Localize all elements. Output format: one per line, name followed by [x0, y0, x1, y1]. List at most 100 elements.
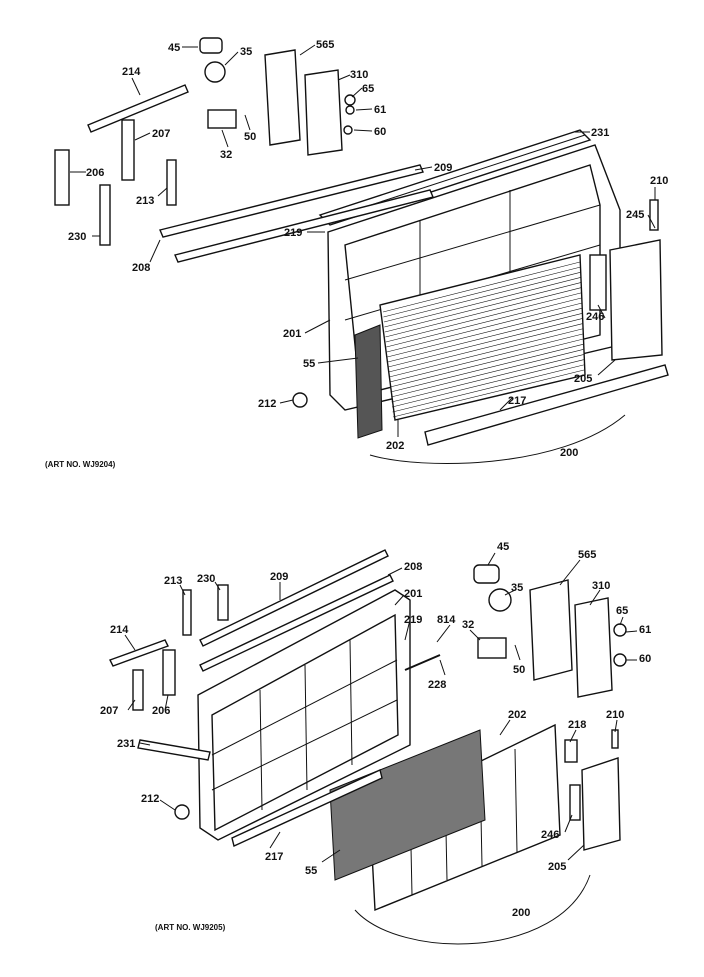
label-217-b: 217 [265, 851, 283, 863]
part-switch-35 [204, 61, 226, 83]
part-filter-bottom [329, 729, 486, 881]
grille-louver [382, 261, 581, 313]
label-245: 245 [626, 209, 644, 221]
part-name-plate [304, 69, 343, 156]
label-210-b: 210 [606, 709, 624, 721]
label-206-b: 206 [152, 705, 170, 717]
part-bracket-207 [121, 119, 135, 181]
grille-louver [391, 359, 584, 408]
art-number-bottom: (ART NO. WJ9205) [155, 923, 226, 932]
grille-louver [390, 343, 584, 393]
label-209-b: 209 [270, 571, 288, 583]
label-206: 206 [86, 167, 104, 179]
part-bracket-206 [54, 149, 70, 206]
label-219-b: 219 [404, 614, 422, 626]
grille-louver [385, 292, 582, 343]
label-65: 65 [362, 83, 374, 95]
bottom-labels: 45 565 35 310 65 61 32 60 50 213 230 209… [100, 541, 651, 932]
grille-louver [391, 349, 584, 398]
part-strip-213-bottom [182, 589, 192, 636]
label-210: 210 [650, 175, 668, 187]
label-202: 202 [386, 440, 404, 452]
part-screw-210-bottom [611, 729, 619, 749]
label-214: 214 [122, 66, 141, 78]
label-208: 208 [132, 262, 150, 274]
label-32: 32 [220, 149, 232, 161]
label-45-b: 45 [497, 541, 509, 553]
part-rail-208 [159, 164, 424, 238]
part-rail-209 [174, 189, 434, 263]
part-clip-218 [564, 739, 578, 763]
grille-louver [392, 364, 584, 413]
label-202-b: 202 [508, 709, 526, 721]
label-213: 213 [136, 195, 154, 207]
grille-louver [387, 307, 582, 358]
label-231-b: 231 [117, 738, 135, 750]
label-50: 50 [244, 131, 256, 143]
label-50-b: 50 [513, 664, 525, 676]
label-55: 55 [303, 358, 315, 370]
label-310: 310 [350, 69, 368, 81]
label-213-b: 213 [164, 575, 182, 587]
label-212: 212 [258, 398, 276, 410]
label-217: 217 [508, 395, 526, 407]
label-814: 814 [437, 614, 456, 626]
part-screw-212 [292, 392, 308, 408]
part-rod-228 [404, 654, 441, 671]
part-knob-61 [345, 105, 355, 115]
grille-louver [392, 369, 585, 418]
part-knob-60-bottom [613, 653, 627, 667]
part-side-louver-panel [609, 239, 663, 361]
grille-louver [384, 277, 581, 328]
part-front-frame-bottom [197, 589, 411, 841]
part-panel-246 [589, 254, 607, 311]
label-228: 228 [428, 679, 446, 691]
grille-louver [387, 313, 582, 363]
label-231: 231 [591, 127, 609, 139]
grille-louver [388, 318, 583, 368]
part-screw-210 [649, 199, 659, 231]
label-565: 565 [316, 39, 334, 51]
top-leaders [70, 44, 656, 465]
part-name-plate-bottom [574, 597, 613, 698]
part-knob-65 [344, 94, 356, 106]
part-screw-212-bottom [174, 804, 190, 820]
part-bracket-207-bottom [132, 669, 144, 711]
label-218: 218 [568, 719, 586, 731]
part-rail-209-bottom [199, 549, 389, 647]
label-35: 35 [240, 46, 252, 58]
label-205: 205 [574, 373, 592, 385]
grille-louver [390, 338, 583, 388]
grille-louver [389, 328, 583, 378]
grille-louver [386, 297, 582, 348]
label-214-b: 214 [110, 624, 129, 636]
part-knob-45 [199, 37, 223, 54]
part-filter [354, 324, 383, 439]
label-65-b: 65 [616, 605, 628, 617]
part-thermostat-32-bottom [477, 637, 507, 659]
part-switch-35-bottom [488, 588, 512, 612]
label-230-b: 230 [197, 573, 215, 585]
bottom-assembly: 45 565 35 310 65 61 32 60 50 213 230 209… [100, 541, 651, 945]
label-32-b: 32 [462, 619, 474, 631]
top-labels: 45 35 565 310 65 61 60 214 207 32 50 231… [45, 39, 668, 469]
label-205-b: 205 [548, 861, 566, 873]
part-knob-45-bottom [473, 564, 500, 584]
grille-louver [389, 333, 583, 383]
part-panel-246-bottom [569, 784, 581, 821]
label-55-b: 55 [305, 865, 317, 877]
label-60-b: 60 [639, 653, 651, 665]
label-212-b: 212 [141, 793, 159, 805]
part-bar-214-bottom [109, 639, 169, 667]
label-207: 207 [152, 128, 170, 140]
part-strip-217 [231, 769, 383, 847]
part-knob-65-bottom [613, 623, 627, 637]
label-310-b: 310 [592, 580, 610, 592]
label-230: 230 [68, 231, 86, 243]
part-strip-231 [137, 739, 211, 761]
label-565-b: 565 [578, 549, 596, 561]
part-thermostat-32 [207, 109, 237, 129]
part-grille [379, 254, 586, 421]
label-207-b: 207 [100, 705, 118, 717]
part-side-panel-bottom [581, 757, 621, 851]
